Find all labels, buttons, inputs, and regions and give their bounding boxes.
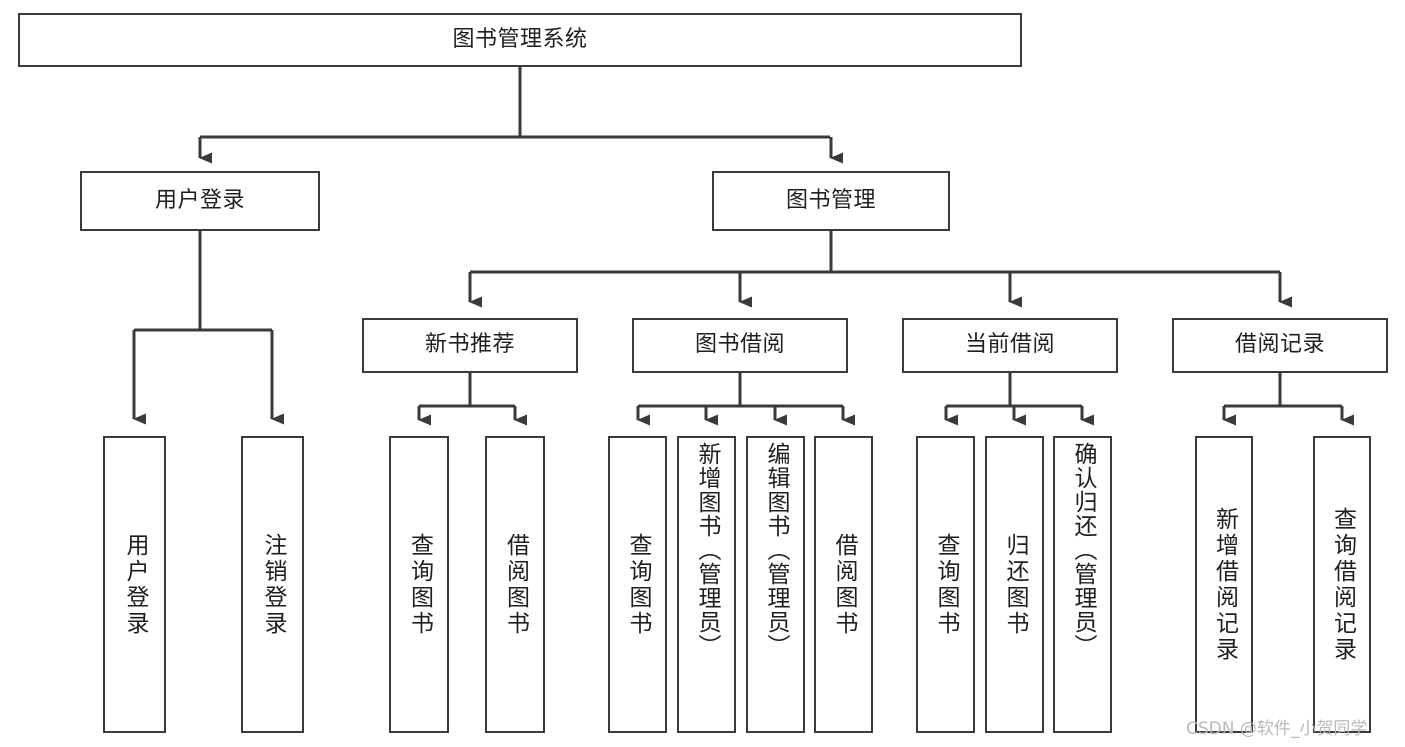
node-borrow-records-label: 借阅记录: [1234, 332, 1325, 358]
edge-current-to-leaves: [944, 373, 1094, 426]
node-leaf-query-book-current-label: 查询图书: [933, 532, 959, 637]
node-leaf-query-book-current[interactable]: 查询图书: [916, 436, 975, 733]
node-user-login[interactable]: 用户登录: [80, 171, 320, 231]
node-borrow-records[interactable]: 借阅记录: [1172, 318, 1388, 373]
node-leaf-user-login[interactable]: 用户登录: [103, 436, 166, 733]
node-leaf-edit-book[interactable]: 编辑图书（管理员）: [746, 436, 805, 733]
edge-records-to-leaves: [1222, 373, 1354, 426]
node-leaf-add-borrow-record[interactable]: 新增借阅记录: [1195, 436, 1253, 733]
edge-borrow-to-leaves: [636, 373, 855, 426]
node-leaf-query-borrow-record[interactable]: 查询借阅记录: [1313, 436, 1371, 733]
node-leaf-query-book-borrow-label: 查询图书: [625, 532, 651, 637]
node-current-borrow[interactable]: 当前借阅: [902, 318, 1118, 373]
node-leaf-user-logout-label: 注销登录: [260, 532, 286, 637]
node-user-login-label: 用户登录: [154, 187, 245, 213]
node-leaf-query-book-borrow[interactable]: 查询图书: [608, 436, 667, 733]
node-leaf-query-book-newbook-label: 查询图书: [406, 532, 433, 637]
node-current-borrow-label: 当前借阅: [964, 332, 1055, 358]
edge-bookmgmt-to-level3: [468, 231, 1292, 308]
node-leaf-borrow-book-newbook[interactable]: 借阅图书: [485, 436, 545, 733]
node-leaf-user-login-label: 用户登录: [122, 532, 148, 637]
node-book-borrow[interactable]: 图书借阅: [632, 318, 848, 373]
node-leaf-query-borrow-record-label: 查询借阅记录: [1329, 506, 1356, 663]
node-book-borrow-label: 图书借阅: [694, 332, 785, 358]
node-root-label: 图书管理系统: [452, 26, 588, 52]
node-book-management[interactable]: 图书管理: [712, 171, 950, 231]
node-leaf-borrow-book-borrow-label: 借阅图书: [831, 532, 857, 637]
node-leaf-query-book-newbook[interactable]: 查询图书: [389, 436, 449, 733]
node-leaf-return-book[interactable]: 归还图书: [985, 436, 1044, 733]
node-root[interactable]: 图书管理系统: [18, 13, 1022, 67]
node-leaf-edit-book-label: 编辑图书（管理员）: [763, 442, 789, 658]
node-leaf-confirm-return[interactable]: 确认归还（管理员）: [1053, 436, 1112, 733]
node-new-book-recommend-label: 新书推荐: [424, 332, 515, 358]
node-leaf-add-borrow-record-label: 新增借阅记录: [1211, 506, 1238, 663]
node-new-book-recommend[interactable]: 新书推荐: [362, 318, 578, 373]
edge-root-to-level2: [198, 67, 843, 164]
node-leaf-confirm-return-label: 确认归还（管理员）: [1070, 442, 1096, 658]
node-leaf-add-book[interactable]: 新增图书（管理员）: [677, 436, 736, 733]
node-leaf-borrow-book-borrow[interactable]: 借阅图书: [814, 436, 873, 733]
node-leaf-borrow-book-newbook-label: 借阅图书: [502, 532, 529, 637]
node-leaf-add-book-label: 新增图书（管理员）: [694, 442, 720, 658]
node-leaf-user-logout[interactable]: 注销登录: [241, 436, 304, 733]
node-book-management-label: 图书管理: [785, 187, 876, 213]
csdn-watermark: CSDN @软件_小贺同学: [1186, 719, 1368, 739]
edge-login-to-leaves: [132, 231, 284, 425]
edge-newbook-to-leaves: [417, 373, 527, 426]
node-leaf-return-book-label: 归还图书: [1002, 532, 1028, 637]
